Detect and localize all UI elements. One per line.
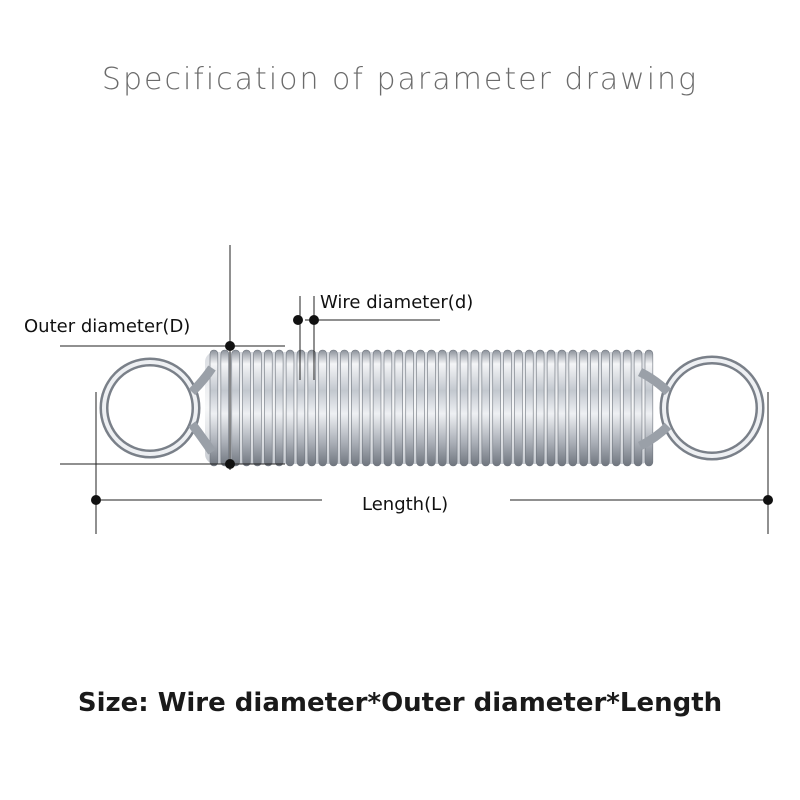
left-hook-loop	[99, 357, 216, 459]
wire-diameter-label: Wire diameter(d)	[320, 292, 474, 313]
spring-coil	[622, 349, 632, 467]
spring-coil	[601, 349, 610, 467]
spring-coil	[264, 349, 273, 467]
wire-diameter-dimension	[299, 296, 440, 380]
size-formula: Size: Wire diameter*Outer diameter*Lengt…	[77, 688, 723, 718]
right-hook-loop	[637, 355, 765, 461]
spring-coil	[535, 349, 545, 467]
spring-coil	[438, 349, 447, 467]
spring-coil	[220, 349, 230, 467]
spring-coil	[383, 349, 393, 467]
outer-diameter-label: Outer diameter(D)	[24, 316, 191, 337]
length-dimension	[95, 392, 769, 534]
spring-coil	[492, 349, 501, 467]
spring-coil	[394, 349, 404, 467]
spring-coil	[329, 349, 338, 467]
spring-coil	[351, 349, 360, 467]
length-right-dot	[763, 495, 773, 505]
spring-coil	[405, 349, 414, 467]
outer-diameter-dimension	[60, 245, 285, 470]
spring-coil	[470, 349, 480, 467]
spring-coil	[568, 349, 578, 467]
spring-coil	[459, 349, 469, 467]
spring-coil	[361, 349, 371, 467]
length-left-dot	[91, 495, 101, 505]
spring-coil	[644, 349, 654, 467]
spring-coil	[209, 349, 219, 467]
spring-coil	[372, 349, 382, 467]
spring-coil	[242, 349, 251, 467]
spring-coil	[579, 349, 588, 467]
spring-coil	[427, 349, 436, 467]
spring-coil	[633, 349, 643, 467]
spring-coil	[503, 349, 512, 467]
spring-coil	[416, 349, 425, 467]
spring-coil	[231, 349, 240, 467]
spring-coil	[590, 349, 599, 467]
wire-diameter-left-dot	[293, 315, 303, 325]
spring-coil	[340, 349, 349, 467]
spring-coils	[209, 349, 654, 467]
wire-diameter-right-dot	[309, 315, 319, 325]
length-label: Length(L)	[362, 494, 449, 515]
spring-coil	[514, 349, 523, 467]
page-title: Specification of parameter drawing	[101, 62, 699, 97]
spring-coil	[253, 349, 262, 467]
spring-coil	[307, 349, 317, 467]
outer-diameter-bottom-dot	[225, 459, 235, 469]
spring-coil	[525, 349, 534, 467]
outer-diameter-top-dot	[225, 341, 235, 351]
spring-coil	[557, 349, 567, 467]
spring-coil	[318, 349, 327, 467]
spring-coil	[274, 349, 284, 467]
spring-coil	[481, 349, 491, 467]
spring-coil	[285, 349, 295, 467]
spring-coil	[448, 349, 458, 467]
spring-coil	[296, 349, 306, 467]
spring-coil	[612, 349, 621, 467]
spring-coil	[546, 349, 556, 467]
